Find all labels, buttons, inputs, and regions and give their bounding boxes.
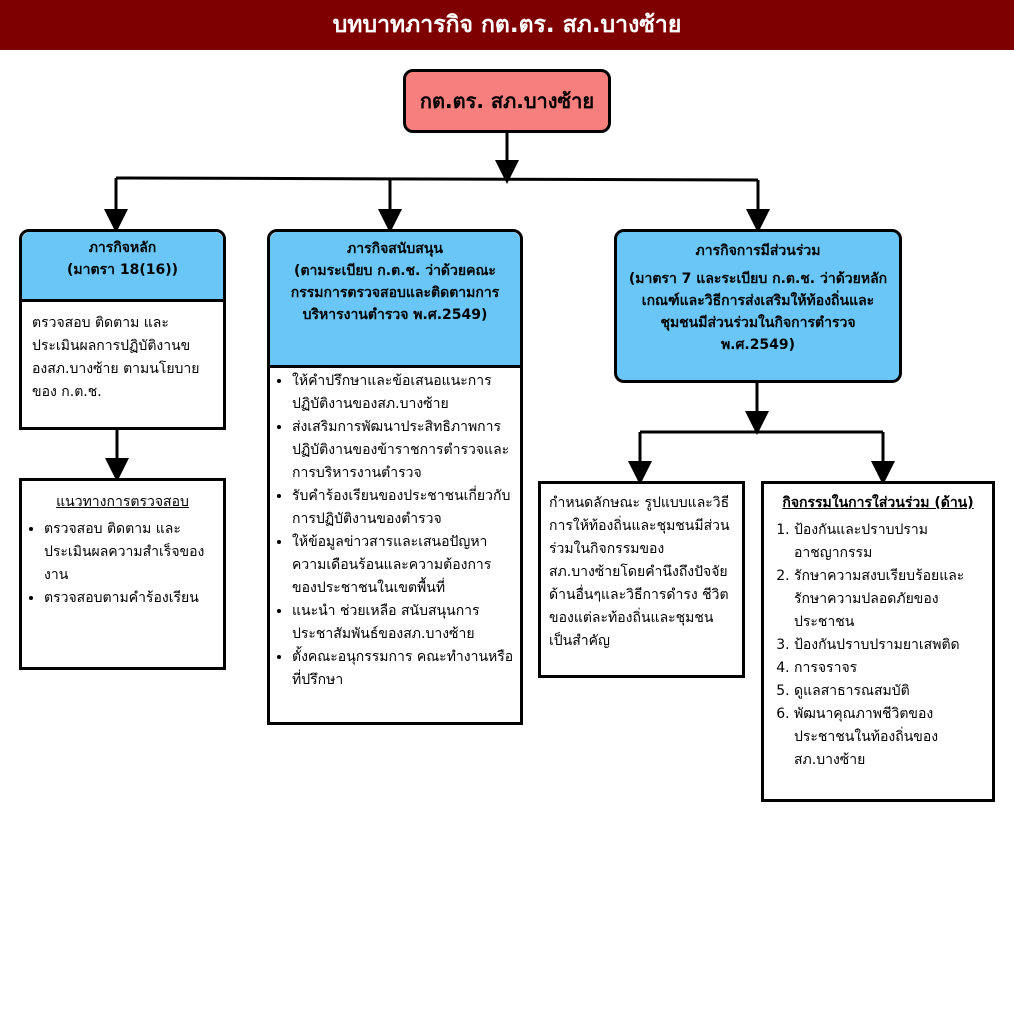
participation-activity-item: ป้องกันปราบปรามยาเสพติด (794, 634, 984, 657)
root-node: กต.ตร. สภ.บางซ้าย (403, 69, 611, 133)
support-mission-item: ให้ข้อมูลข่าวสารและเสนอปัญหาความเดือนร้อ… (292, 531, 514, 600)
participation-activity-item: รักษาความสงบเรียบร้อยและรักษาความปลอดภัย… (794, 565, 984, 634)
inspection-guideline-box: แนวทางการตรวจสอบ ตรวจสอบ ติดตาม และประเม… (19, 478, 226, 670)
root-label: กต.ตร. สภ.บางซ้าย (419, 89, 595, 113)
participation-activities-box: กิจกรรมในการใส่วนร่วม (ด้าน) ป้องกันและป… (761, 481, 995, 802)
main-mission-title: ภารกิจหลัก (88, 240, 157, 256)
support-mission-list: ให้คำปรึกษาและข้อเสนอแนะการปฏิบัติงานของ… (270, 368, 520, 692)
participation-activity-item: ป้องกันและปราบปรามอาชญากรรม (794, 519, 984, 565)
inspection-guideline-list: ตรวจสอบ ติดตาม และประเมินผลความสำเร็จของ… (22, 518, 223, 610)
participation-activities-title: กิจกรรมในการใส่วนร่วม (ด้าน) (782, 495, 974, 511)
support-mission-item: แนะนำ ช่วยเหลือ สนับสนุนการประชาสัมพันธ์… (292, 600, 514, 646)
participation-activity-item: การจราจร (794, 657, 984, 680)
support-mission-item: ส่งเสริมการพัฒนาประสิทธิภาพการปฏิบัติงาน… (292, 416, 514, 485)
banner-title: บทบาทภารกิจ กต.ตร. สภ.บางซ้าย (0, 0, 1014, 50)
main-mission-header: ภารกิจหลัก (มาตรา 18(16)) (22, 232, 223, 302)
support-mission-header: ภารกิจสนับสนุน (ตามระเบียบ ก.ต.ช. ว่าด้ว… (270, 232, 520, 368)
participation-activity-item: พัฒนาคุณภาพชีวิตของประชาชนในท้องถิ่นของส… (794, 703, 984, 772)
support-mission-title: ภารกิจสนับสนุน (347, 241, 443, 257)
inspection-guideline-item: ตรวจสอบ ติดตาม และประเมินผลความสำเร็จของ… (44, 518, 219, 587)
support-mission-item: ให้คำปรึกษาและข้อเสนอแนะการปฏิบัติงานของ… (292, 370, 514, 416)
inspection-guideline-title: แนวทางการตรวจสอบ (56, 494, 189, 510)
participation-mission-title: ภารกิจการมีส่วนร่วม (695, 243, 821, 259)
participation-mission-header: ภารกิจการมีส่วนร่วม (มาตรา 7 และระเบียบ … (617, 232, 899, 356)
participation-method-box: กำหนดลักษณะ รูปแบบและวิธีการให้ท้องถิ่นแ… (538, 481, 745, 678)
support-mission-item: รับคำร้องเรียนของประชาชนเกี่ยวกับการปฏิบ… (292, 485, 514, 531)
participation-method-body: กำหนดลักษณะ รูปแบบและวิธีการให้ท้องถิ่นแ… (549, 495, 730, 649)
participation-activity-item: ดูแลสาธารณสมบัติ (794, 680, 984, 703)
support-mission-item: ตั้งคณะอนุกรรมการ คณะทำงานหรือที่ปรึกษา (292, 646, 514, 692)
support-mission-box: ภารกิจสนับสนุน (ตามระเบียบ ก.ต.ช. ว่าด้ว… (267, 229, 523, 725)
inspection-guideline-item: ตรวจสอบตามคำร้องเรียน (44, 587, 219, 610)
support-mission-subtitle: (ตามระเบียบ ก.ต.ช. ว่าด้วยคณะกรรมการตรวจ… (290, 263, 500, 323)
main-mission-body: ตรวจสอบ ติดตาม และประเมินผลการปฏิบัติงาน… (32, 315, 200, 400)
main-mission-subtitle: (มาตรา 18(16)) (67, 262, 178, 278)
participation-activities-list: ป้องกันและปราบปรามอาชญากรรม รักษาความสงบ… (764, 519, 992, 772)
main-mission-box: ภารกิจหลัก (มาตรา 18(16)) ตรวจสอบ ติดตาม… (19, 229, 226, 430)
connector-top-bar (115, 176, 759, 182)
participation-mission-box: ภารกิจการมีส่วนร่วม (มาตรา 7 และระเบียบ … (614, 229, 902, 383)
participation-mission-subtitle: (มาตรา 7 และระเบียบ ก.ต.ช. ว่าด้วยหลักเก… (628, 271, 888, 353)
